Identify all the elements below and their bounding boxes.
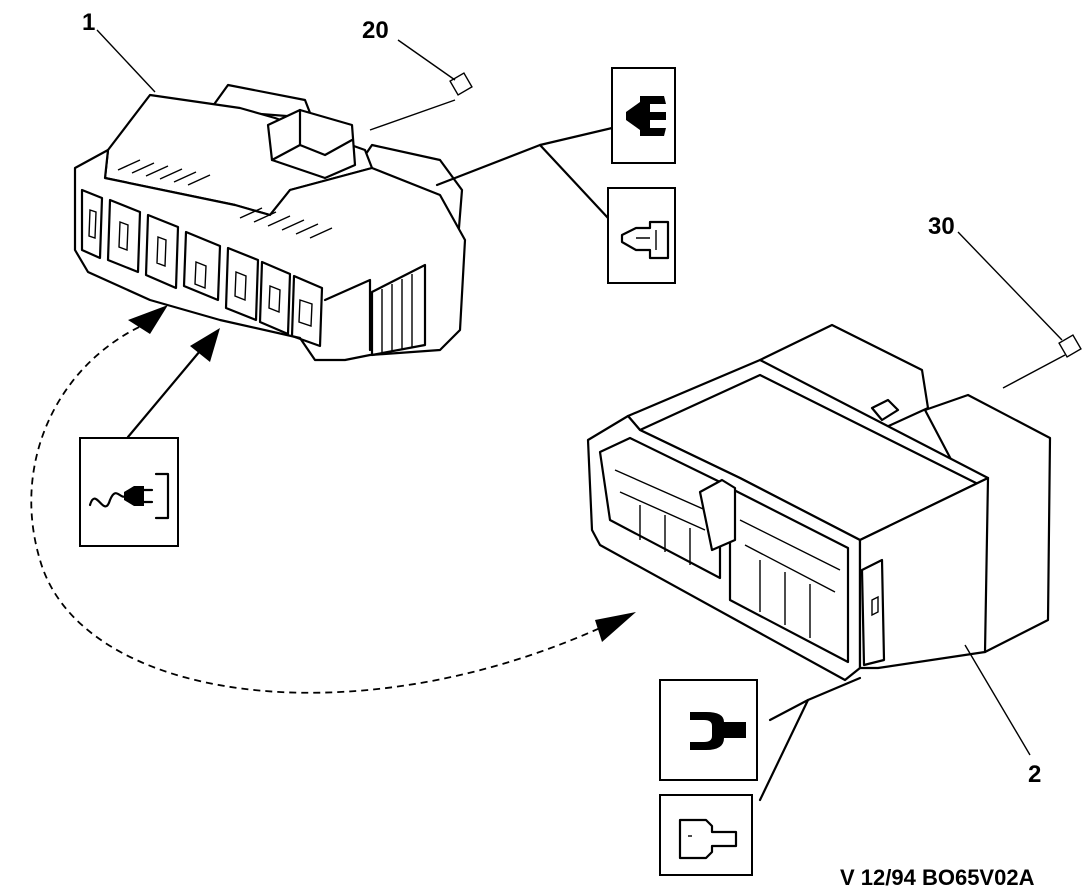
male-terminal-icon (607, 187, 676, 284)
connector-2-female (586, 323, 1052, 682)
connector-1-male (73, 83, 467, 362)
item-label-2: 2 (1028, 761, 1041, 788)
item-label-30: 30 (928, 213, 955, 240)
female-socket-icon (659, 679, 758, 781)
male-plug-icon (611, 67, 676, 164)
mating-arrow (30, 305, 636, 694)
arrowhead-upper (128, 305, 168, 334)
item-label-20: 20 (362, 17, 389, 44)
item-label-1: 1 (82, 9, 95, 36)
leader-lines (96, 29, 1082, 802)
wire-to-connector-icon (79, 437, 179, 547)
reference-code: V 12/94 BO65V02A (840, 865, 1035, 890)
arrowhead-lower (595, 612, 636, 642)
wire-pointer-arrow (126, 328, 220, 439)
female-terminal-icon (659, 794, 753, 876)
